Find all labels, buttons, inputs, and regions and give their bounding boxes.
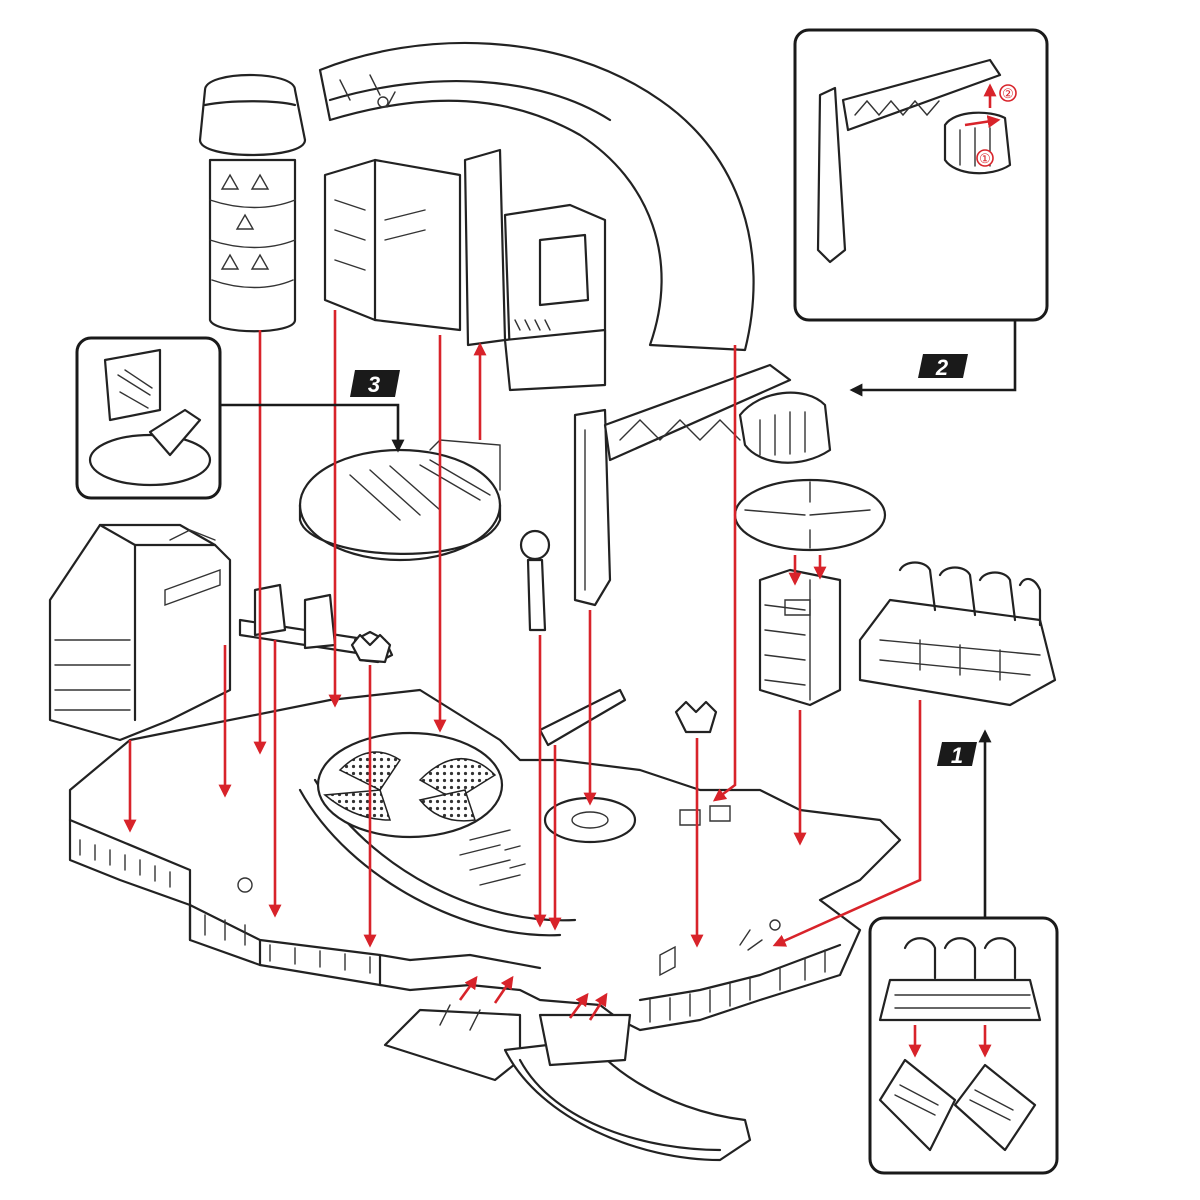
inset-panel-step-3 [75,336,222,500]
callout-arrows [220,320,1017,918]
sub-step-2-label: ② [1002,86,1014,101]
left-building-block [48,523,232,742]
front-slide-curve [503,1038,752,1162]
cylinder-tower [198,73,307,333]
small-crown-piece-left [350,633,392,664]
gate-piece [858,561,1057,707]
small-crown-piece-right [674,700,718,734]
step-badge-2-label: 2 [935,355,949,380]
base-platform [68,688,902,1032]
flag-pole [538,688,627,747]
lamp-post [519,529,551,632]
inset-panel-step-1 [868,916,1059,1175]
sub-step-1-label: ① [979,151,991,166]
inset-panel-step-2: ① ② [793,28,1049,322]
step-badge-3-label: 3 [368,372,380,397]
building-cluster [323,148,607,392]
assembly-arrows [123,310,922,1021]
sub-step-1-marker [976,149,994,167]
step-badge-1: 1 [937,742,977,768]
step-badge-2: 2 [918,354,968,380]
sub-step-2-marker [999,84,1017,102]
curved-track [318,41,755,352]
rotating-table [298,439,502,562]
step-badge-1-label: 1 [951,743,963,768]
front-ramp-left [383,1004,522,1082]
crane-arm [573,363,832,607]
front-ramp-right [538,1013,632,1067]
round-platform [733,478,887,552]
stacked-tower-block [758,568,842,707]
step-badge-3: 3 [350,370,400,397]
